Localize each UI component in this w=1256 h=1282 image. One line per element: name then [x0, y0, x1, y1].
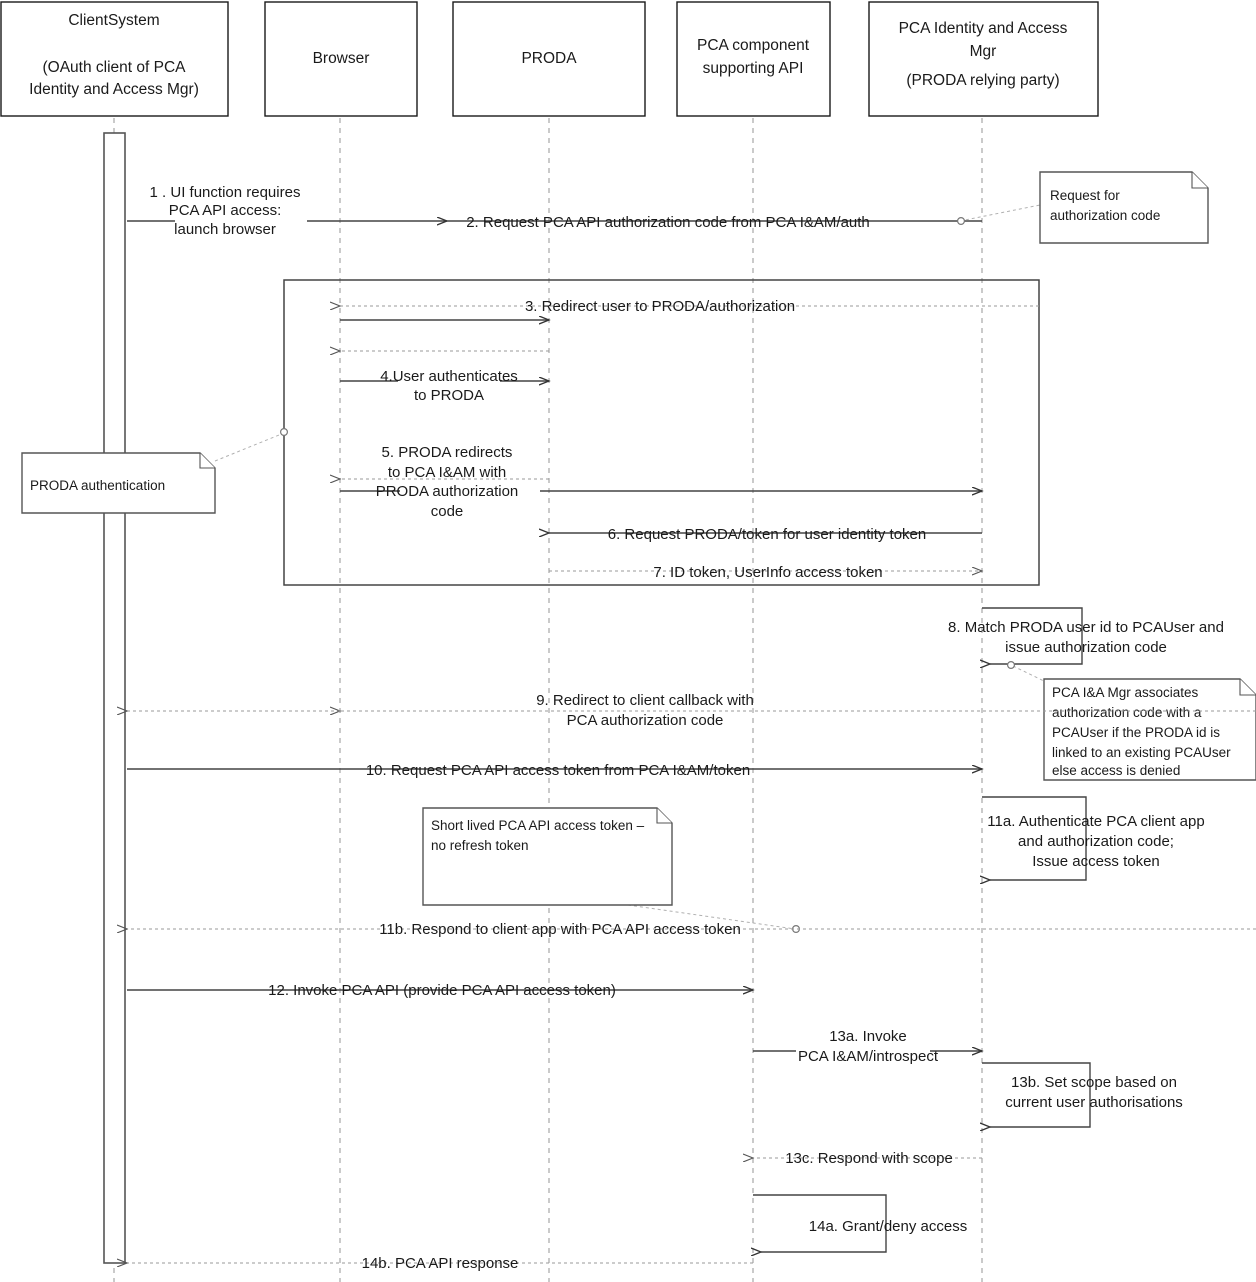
message-13b[interactable]: 13b. Set scope based on current user aut… [982, 1062, 1183, 1127]
message-10-label: 10. Request PCA API access token from PC… [366, 762, 750, 779]
message-11a-label-0: 11a. Authenticate PCA client app [987, 813, 1204, 830]
message-9-label-1: PCA authorization code [567, 712, 724, 729]
message-13b-label-0: 13b. Set scope based on [1011, 1074, 1177, 1091]
message-1-label-0: 1 . UI function requires [150, 184, 301, 201]
message-13a-label-1: PCA I&AM/introspect [798, 1048, 939, 1065]
participant-pcaapi[interactable]: PCA component supporting API [676, 1, 831, 117]
message-14a-label: 14a. Grant/deny access [809, 1218, 967, 1235]
message-11a-label-2: Issue access token [1032, 853, 1160, 870]
message-11b-label: 11b. Respond to client app with PCA API … [379, 921, 741, 938]
note-4-line-0: Short lived PCA API access token – [431, 818, 645, 833]
note-3-line-0: PCA I&A Mgr associates [1052, 685, 1199, 700]
message-13c-label: 13c. Respond with scope [785, 1150, 953, 1167]
note-2-line-0: PRODA authentication [30, 478, 165, 493]
participant-browser[interactable]: Browser [264, 1, 418, 117]
participant-label-client-2: (OAuth client of PCA [42, 59, 186, 76]
note-request-authorization-code: Request for authorization code [956, 171, 1209, 244]
note-short-lived-token: Short lived PCA API access token – no re… [422, 807, 800, 933]
message-6-label: 6. Request PRODA/token for user identity… [608, 526, 927, 543]
participant-label-client-0: ClientSystem [68, 12, 159, 29]
note-pca-iam-associates: PCA I&A Mgr associates authorization cod… [1006, 660, 1256, 781]
message-14b[interactable]: 14b. PCA API response [127, 1255, 753, 1272]
participant-iam[interactable]: PCA Identity and Access Mgr (PRODA relyi… [868, 1, 1099, 117]
participant-label-iam-2: (PRODA relying party) [906, 72, 1059, 89]
note-1-line-0: Request for [1050, 188, 1120, 203]
message-2[interactable]: 2. Request PCA API authorization code fr… [307, 214, 982, 231]
message-13b-label-1: current user authorisations [1005, 1094, 1183, 1111]
message-3[interactable]: 3. Redirect user to PRODA/authorization [340, 298, 1039, 320]
message-12-label: 12. Invoke PCA API (provide PCA API acce… [268, 982, 616, 999]
note-3-line-4: else access is denied [1052, 763, 1180, 778]
message-5-label-2: PRODA authorization [376, 483, 519, 500]
participant-proda[interactable]: PRODA [452, 1, 646, 117]
message-13c[interactable]: 13c. Respond with scope [753, 1150, 982, 1167]
message-7-label: 7. ID token, UserInfo access token [653, 564, 882, 581]
note-3-line-1: authorization code with a [1052, 705, 1202, 720]
message-8[interactable]: 8. Match PRODA user id to PCAUser and is… [948, 607, 1224, 664]
note-3-line-3: linked to an existing PCAUser [1052, 745, 1231, 760]
message-4[interactable]: 4.User authenticates to PRODA [340, 351, 549, 404]
message-8-label-0: 8. Match PRODA user id to PCAUser and [948, 619, 1224, 636]
note-3-line-2: PCAUser if the PRODA id is [1052, 725, 1220, 740]
message-1-label-1: PCA API access: [169, 202, 282, 219]
message-13a-label-0: 13a. Invoke [829, 1028, 907, 1045]
message-1-label-2: launch browser [174, 221, 276, 238]
message-6[interactable]: 6. Request PRODA/token for user identity… [549, 526, 982, 543]
note-4-line-1: no refresh token [431, 838, 529, 853]
message-1[interactable]: 1 . UI function requires PCA API access:… [127, 184, 300, 238]
participant-label-iam-0: PCA Identity and Access [899, 20, 1068, 37]
participant-label-proda: PRODA [521, 50, 577, 67]
message-4-label-1: to PRODA [414, 387, 484, 404]
message-14a[interactable]: 14a. Grant/deny access [753, 1194, 967, 1252]
participant-label-client-3: Identity and Access Mgr) [29, 81, 199, 98]
message-5-label-3: code [431, 503, 464, 520]
participant-label-pcaapi-1: supporting API [703, 60, 804, 77]
participant-label-browser: Browser [313, 50, 370, 67]
message-5-label-1: to PCA I&AM with [388, 464, 506, 481]
message-2-label: 2. Request PCA API authorization code fr… [466, 214, 870, 231]
message-5-label-0: 5. PRODA redirects [382, 444, 513, 461]
note-1-line-1: authorization code [1050, 208, 1160, 223]
message-8-label-1: issue authorization code [1005, 639, 1167, 656]
message-9[interactable]: 9. Redirect to client callback with PCA … [127, 692, 1256, 729]
message-12[interactable]: 12. Invoke PCA API (provide PCA API acce… [127, 982, 753, 999]
participant-label-pcaapi-0: PCA component [697, 37, 810, 54]
message-11a[interactable]: 11a. Authenticate PCA client app and aut… [982, 796, 1205, 880]
message-11b[interactable]: 11b. Respond to client app with PCA API … [127, 921, 1256, 938]
message-13a[interactable]: 13a. Invoke PCA I&AM/introspect [753, 1028, 982, 1065]
message-14b-label: 14b. PCA API response [362, 1255, 519, 1272]
participant-client[interactable]: ClientSystem (OAuth client of PCA Identi… [0, 1, 229, 117]
note-anchor-dot [280, 428, 289, 437]
participant-label-iam-1: Mgr [970, 43, 997, 60]
message-7[interactable]: 7. ID token, UserInfo access token [549, 564, 982, 581]
message-4-label-0: 4.User authenticates [380, 368, 518, 385]
note-anchor-dot [956, 217, 965, 226]
message-3-label: 3. Redirect user to PRODA/authorization [525, 298, 795, 315]
message-11a-label-1: and authorization code; [1018, 833, 1174, 850]
message-10[interactable]: 10. Request PCA API access token from PC… [127, 762, 982, 779]
note-anchor-dot [1006, 660, 1015, 669]
message-5[interactable]: 5. PRODA redirects to PCA I&AM with PROD… [340, 444, 982, 520]
note-proda-authentication: PRODA authentication [21, 428, 289, 514]
message-9-label-0: 9. Redirect to client callback with [536, 692, 754, 709]
activation-bar-client [103, 132, 126, 1264]
